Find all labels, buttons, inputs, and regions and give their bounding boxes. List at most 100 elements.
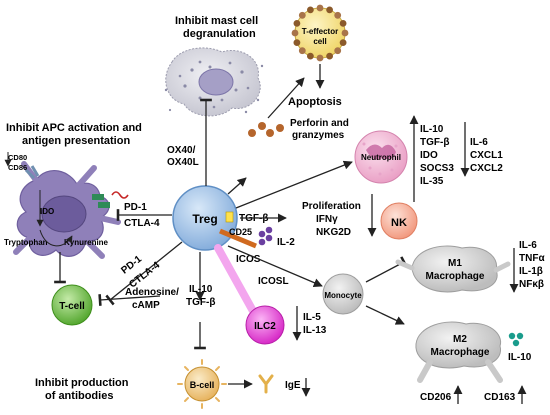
pd1-apc-label-1: PD-1 [124,202,147,213]
nk-cell [380,202,418,240]
perforin-granules [248,122,284,137]
teffector-granule [339,39,347,46]
neutro-left-3: SOCS3 [420,163,454,174]
m1-cytokine-3: NFκβ [519,279,544,290]
adenosine-inhibits-tcell [98,294,161,306]
perforin-label-1: Perforin and [290,118,349,129]
apc-heading-2: antigen presentation [22,135,130,147]
monocyte-to-m2-arrow [365,305,405,325]
m1-cytokine-0: IL-6 [519,240,537,251]
granules-to-teffector-arrow [267,77,305,119]
teffector-granule [293,20,301,27]
nk-label: NK [391,217,407,229]
cd80-label: CD80 [8,153,27,162]
icos-band [214,244,262,324]
ox40-label-1: OX40/ [167,145,196,156]
neutro-left-0: IL-10 [420,124,444,135]
monocyte-cell [322,273,364,315]
m1-macrophage [395,245,511,293]
m1-label-1: M1 [448,258,462,269]
t-cell [51,284,93,326]
mast-cell-heading-1: Inhibit mast cell [175,15,258,27]
cd206-label: CD206 [420,392,452,403]
ido-apc-label: IDO [40,207,54,216]
teffector-granule [316,4,324,12]
neutro-left-1: TGF-β [420,137,449,148]
teffector-granule [334,11,342,19]
antibody-heading-1: Inhibit production [35,377,129,389]
icosl-label: ICOSL [258,276,289,287]
teffector-granule [316,54,324,62]
nk-effect-2: NKG2D [316,227,351,238]
cd25-receptor [219,228,257,249]
apc-heading-1: Inhibit APC activation and [6,122,142,134]
neutro-left-4: IL-35 [420,176,444,187]
ox40-label-2: OX40L [167,157,199,168]
il2-molecules [258,226,273,246]
teffector-granule [326,6,333,14]
treg-to-granzymes-arrow [227,177,247,195]
neutro-left-2: IDO [420,150,438,161]
il10-molecules [508,332,524,347]
treg-label: Treg [192,212,217,226]
neutro-right-0: IL-6 [470,137,488,148]
teffector-granule [293,39,301,46]
teffector-granule [339,20,347,27]
nk-effect-1: IFNγ [316,214,338,225]
ige-label: IgE [285,380,301,391]
neutrophil-cell [354,130,408,184]
kynurenine-label: Kynurenine [64,238,109,247]
b-cell [177,359,227,409]
monocyte-label: Monocyte [324,291,362,300]
il2-label: IL-2 [277,237,295,248]
teffector-granule [298,11,306,19]
teffector-granule [307,52,314,60]
cd163-label: CD163 [484,392,516,403]
cd86-label: CD86 [8,163,27,172]
antibody-icon [258,374,274,394]
neutro-right-2: CXCL2 [470,163,503,174]
teffector-granule [326,52,333,60]
apoptosis-label: Apoptosis [288,96,342,108]
m2-macrophage [415,321,503,383]
pd1-apc-label-2: CTLA-4 [124,218,160,229]
il10-tgfb-label-1: IL-10 [189,284,213,295]
monocyte-inhibits-m1 [365,256,408,283]
tcell-label: T-cell [59,301,85,312]
ilc2-cell [245,305,285,345]
mast-cell [164,47,264,117]
m1-label-2: Macrophage [426,271,485,282]
icos-label: ICOS [236,254,261,265]
teffector-granule [334,47,342,55]
adenosine-label-1: Adenosine/ [125,287,179,298]
teffector-granule [291,29,299,37]
tryptophan-to-kynurenine-arrow [39,229,73,247]
perforin-label-2: granzymes [292,130,345,141]
il5-label: IL-5 [303,312,321,323]
treg-to-monocyte-arrow [227,245,323,287]
ilc2-label: ILC2 [254,321,276,332]
il13-label: IL-13 [303,325,327,336]
teffector-label-1: T-effector [302,27,338,36]
nk-effect-0: Proliferation [302,201,361,212]
teffector-granule [341,29,349,37]
m2-label-2: Macrophage [431,347,490,358]
t-effector-cell [291,4,349,62]
cd25-label: CD25 [229,227,252,237]
m2-label-1: M2 [453,334,467,345]
bcell-label: B-cell [190,380,215,390]
neutro-right-1: CXCL1 [470,150,503,161]
tryptophan-label: Tryptophan [4,238,48,247]
il10-tgfb-label-2: TGF-β [186,297,215,308]
mast-cell-heading-2: degranulation [183,28,256,40]
antibody-heading-2: of antibodies [45,390,113,402]
treg-to-neutrophil-arrow [235,160,353,209]
m1-cytokine-1: TNFα [519,253,545,264]
m2-il10-label: IL-10 [508,352,532,363]
adenosine-label-2: cAMP [132,300,160,311]
m1-cytokine-2: IL-1β [519,266,543,277]
neutrophil-label: Neutrophil [361,153,401,162]
treg-inhibits-tcell [105,241,183,306]
